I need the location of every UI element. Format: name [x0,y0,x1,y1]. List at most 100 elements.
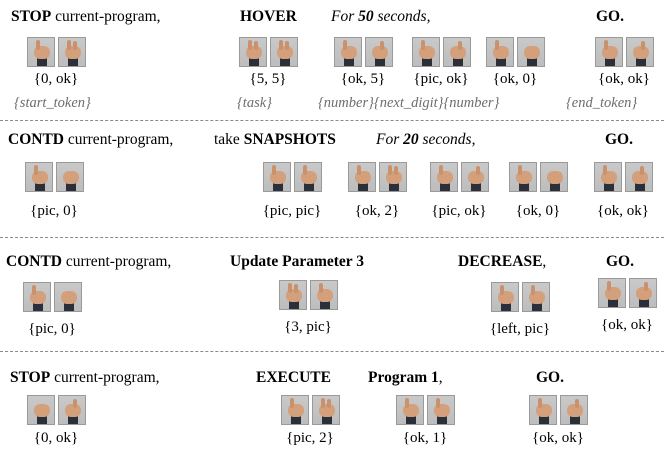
action-keyword: HOVER [240,8,297,25]
duration-prefix: For [376,131,404,148]
gesture-label: {ok, 5} [340,71,386,87]
gesture-label: {left, pic} [489,321,551,337]
hand-gesture-image [460,162,489,192]
hand-gesture-image [53,282,82,312]
action-keyword: SNAPSHOTS [243,131,336,148]
gesture-label: {ok, 0} [515,203,561,219]
hand-gesture-image [490,282,519,312]
hand-gesture-image [57,37,86,67]
command-text: current-program, [61,253,172,270]
duration-number: 50 [358,8,374,25]
gesture-pair: {pic, pic} [256,162,328,220]
gesture-label: {pic, ok} [431,203,487,219]
hand-gesture-image [426,395,455,425]
token-label: {end_token} [566,95,638,111]
gesture-label: {3, pic} [284,319,332,335]
gesture-pair: {ok, 5} [329,37,397,88]
command-phrase: STOP current-program, [10,369,160,387]
command-text: current-program, [63,131,174,148]
program-phrase: Program 1, [368,369,443,387]
go-keyword: GO. [596,8,624,25]
command-keyword: STOP [11,8,52,25]
hand-gesture-image [364,37,393,67]
action-phrase: DECREASE, [458,253,546,271]
hand-gesture-image [333,37,362,67]
gesture-label: {pic, ok} [413,71,469,87]
gesture-pair: {0, ok} [22,395,90,447]
hand-gesture-image [508,162,537,192]
command-phrase: CONTD current-program, [8,131,173,149]
gesture-pair: {3, pic} [274,280,342,336]
gesture-label: {0, ok} [33,430,79,446]
duration-phrase: For 50 seconds, [331,8,430,26]
hand-gesture-image [238,37,267,67]
duration-phrase: For 20 seconds, [376,131,475,149]
gesture-label: {pic, pic} [262,203,322,219]
gesture-pair: {ok, ok} [590,37,658,88]
action-suffix: , [542,253,547,270]
command-phrase: STOP current-program, [11,8,161,26]
hand-gesture-image [26,37,55,67]
command-keyword: STOP [10,369,51,386]
hand-gesture-image [278,280,307,310]
hand-gesture-image [309,280,338,310]
action-keyword: Update Parameter 3 [230,253,365,270]
hand-gesture-image [521,282,550,312]
token-label: {start_token} [14,95,91,111]
hand-gesture-image [516,37,545,67]
hand-gesture-image [528,395,557,425]
command-row-3: CONTD current-program, Update Parameter … [0,240,664,346]
token-label: {number}{next_digit}{number} [318,95,500,111]
gesture-pair: {pic, 0} [20,162,88,220]
gesture-pair: {ok, 1} [391,395,459,447]
gesture-label: {ok, ok} [601,317,653,333]
hand-gesture-image [429,162,458,192]
row-separator [0,120,664,121]
gesture-pair: {ok, 0} [504,162,572,220]
hand-gesture-image [411,37,440,67]
gesture-label: {pic, 2} [286,430,334,446]
command-row-4: STOP current-program, EXECUTE Program 1,… [0,356,664,456]
hand-gesture-image [280,395,309,425]
hand-gesture-image [594,37,623,67]
gesture-pair: {pic, ok} [421,162,497,220]
gesture-pair: {ok, ok} [524,395,592,447]
command-text: current-program, [50,369,160,386]
gesture-pair: {ok, 0} [481,37,549,88]
action-keyword: EXECUTE [256,369,331,386]
gesture-label: {ok, 1} [402,430,448,446]
hand-gesture-image [485,37,514,67]
hand-gesture-image [24,162,53,192]
gesture-pair: {ok, ok} [589,162,657,220]
command-row-1: STOP current-program, HOVER For 50 secon… [0,0,664,118]
action-keyword: DECREASE [458,253,543,270]
go-keyword: GO. [605,131,633,148]
gesture-label: {ok, ok} [597,203,649,219]
hand-gesture-image [442,37,471,67]
gesture-pair: {ok, ok} [593,278,661,334]
command-text: current-program, [51,8,161,25]
duration-suffix: seconds, [418,131,476,148]
hand-gesture-image [57,395,86,425]
program-suffix: , [438,369,443,386]
program-number: 1 [430,369,439,386]
hand-gesture-image [26,395,55,425]
hand-gesture-image [293,162,322,192]
gesture-label: {5, 5} [249,71,287,87]
gesture-label: {ok, ok} [598,71,650,87]
duration-prefix: For [331,8,359,25]
hand-gesture-image [55,162,84,192]
row-separator [0,351,664,352]
hand-gesture-image [593,162,622,192]
hand-gesture-image [395,395,424,425]
command-keyword: CONTD [8,131,64,148]
gesture-pair: {pic, ok} [405,37,477,88]
hand-gesture-image [628,278,657,308]
duration-suffix: seconds, [373,8,431,25]
gesture-label: {ok, 2} [354,203,400,219]
command-row-2: CONTD current-program, take SNAPSHOTS Fo… [0,122,664,234]
token-label: {task} [237,95,272,111]
gesture-label: {pic, 0} [30,203,78,219]
hand-gesture-image [624,162,653,192]
hand-gesture-image [311,395,340,425]
